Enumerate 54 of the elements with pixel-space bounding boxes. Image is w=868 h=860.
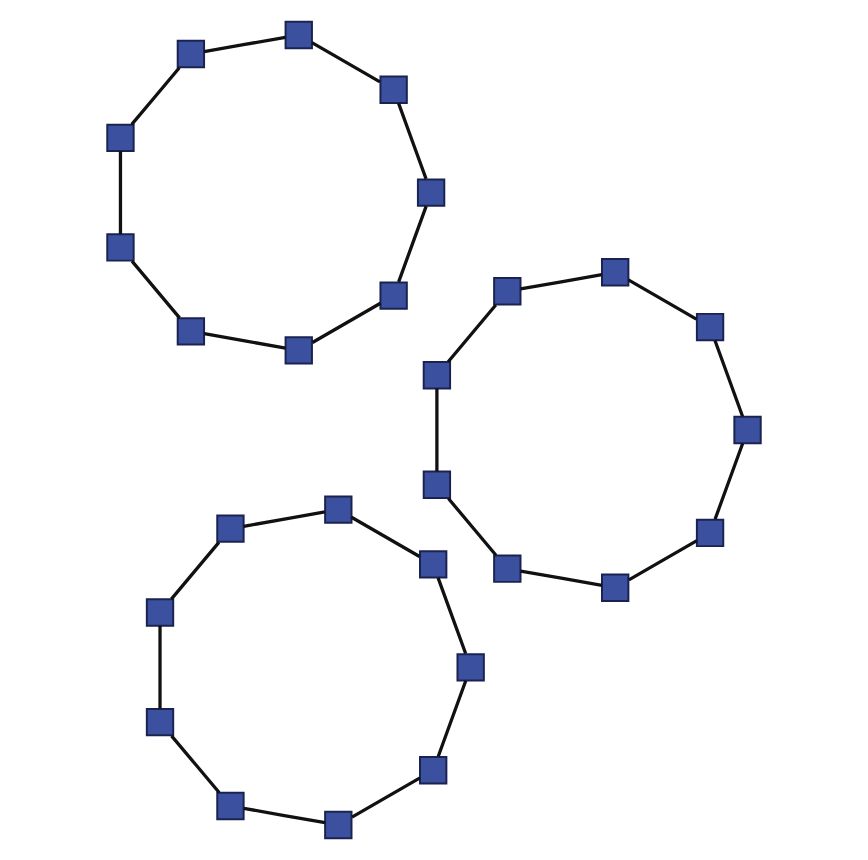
connector [713,442,745,520]
node-box [145,598,175,627]
node-box [284,20,313,50]
connector [243,806,326,825]
node-box [176,39,206,69]
node-box [601,258,630,287]
connector [446,303,498,363]
connector [397,102,428,180]
connector [243,510,326,528]
connector [713,339,745,417]
node-box [695,312,725,342]
node-box [733,415,762,445]
connector [436,680,468,758]
connector [350,515,421,558]
connector [520,273,603,291]
node-box [422,470,452,499]
connector [118,151,123,234]
node-box [422,361,452,390]
connector [397,205,428,283]
connector [436,577,468,655]
connector [520,569,603,587]
connector [130,66,181,126]
connector [351,776,421,819]
node-box [379,281,408,310]
node-box [324,810,353,840]
node-box [601,573,630,602]
connector [170,734,221,794]
connector [435,388,439,472]
connector [130,260,181,319]
node-box [493,277,522,306]
connector [170,541,221,601]
node-box [493,554,522,583]
node-box [379,75,408,104]
connector [447,497,498,557]
connector [627,278,698,321]
node-box [419,550,448,579]
node-box [456,653,485,682]
connector [203,332,286,350]
connector [311,41,381,84]
connector [628,539,698,582]
connector [311,301,382,344]
node-box [284,336,313,365]
node-box [416,178,446,207]
node-box [176,317,206,346]
node-box [106,123,135,153]
node-box [216,791,245,821]
connector [203,35,286,54]
connector [158,625,162,709]
node-box [324,495,353,524]
node-box [145,707,175,737]
node-box [216,514,245,543]
node-box [106,233,135,262]
node-box [419,756,448,785]
node-box [695,518,725,548]
